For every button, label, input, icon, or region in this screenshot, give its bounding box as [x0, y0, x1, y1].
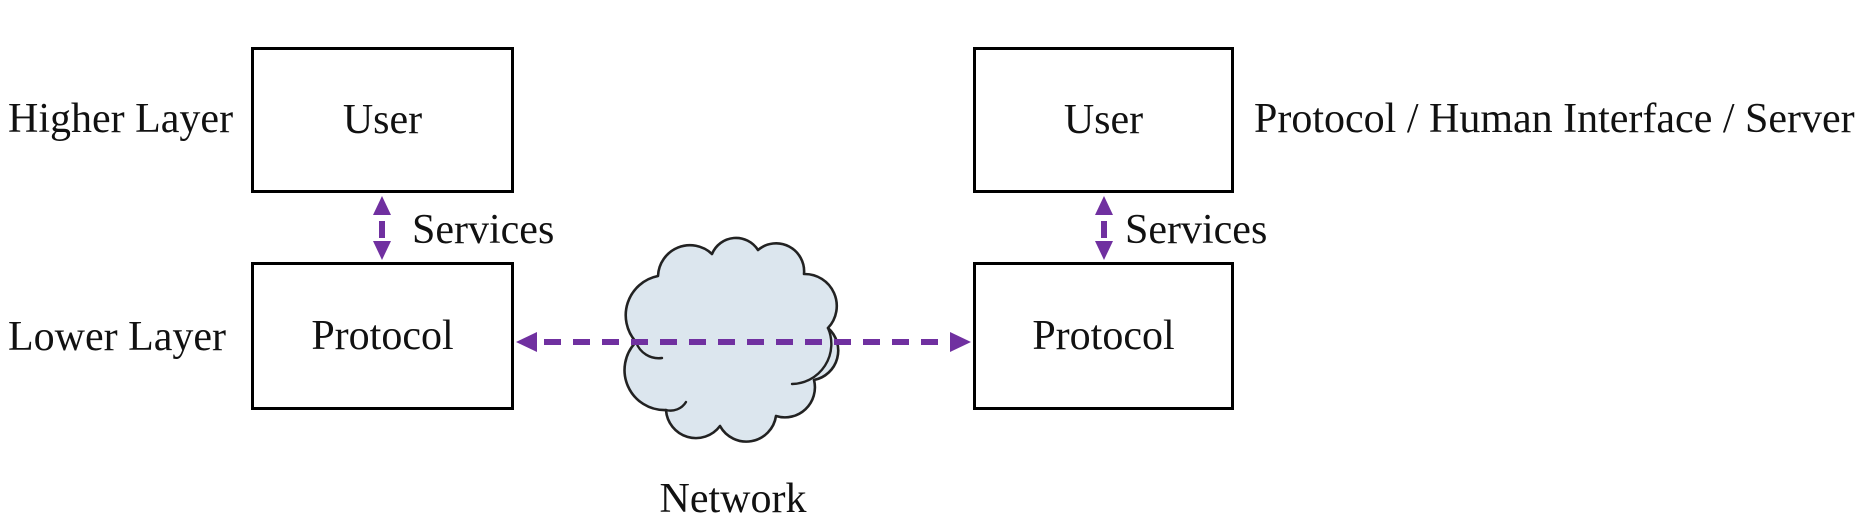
- higher-layer-label: Higher Layer: [8, 96, 234, 142]
- services-label-left: Services: [412, 207, 555, 253]
- protocol-box-right-label: Protocol: [1032, 313, 1175, 359]
- protocol-box-right: Protocol: [973, 262, 1234, 410]
- right-annotation-label: Protocol / Human Interface / Server: [1254, 96, 1855, 142]
- protocol-box-left-label: Protocol: [311, 313, 454, 359]
- user-box-right: User: [973, 47, 1234, 193]
- user-box-right-label: User: [1063, 97, 1144, 143]
- protocol-box-left: Protocol: [251, 262, 514, 410]
- user-box-left-label: User: [342, 97, 423, 143]
- services-arrow-left: [373, 196, 391, 260]
- lower-layer-label: Lower Layer: [8, 314, 227, 360]
- network-label: Network: [659, 476, 807, 522]
- user-box-left: User: [251, 47, 514, 193]
- services-arrow-right: [1095, 196, 1113, 260]
- peer-protocol-arrow: [516, 332, 971, 352]
- services-label-right: Services: [1125, 207, 1268, 253]
